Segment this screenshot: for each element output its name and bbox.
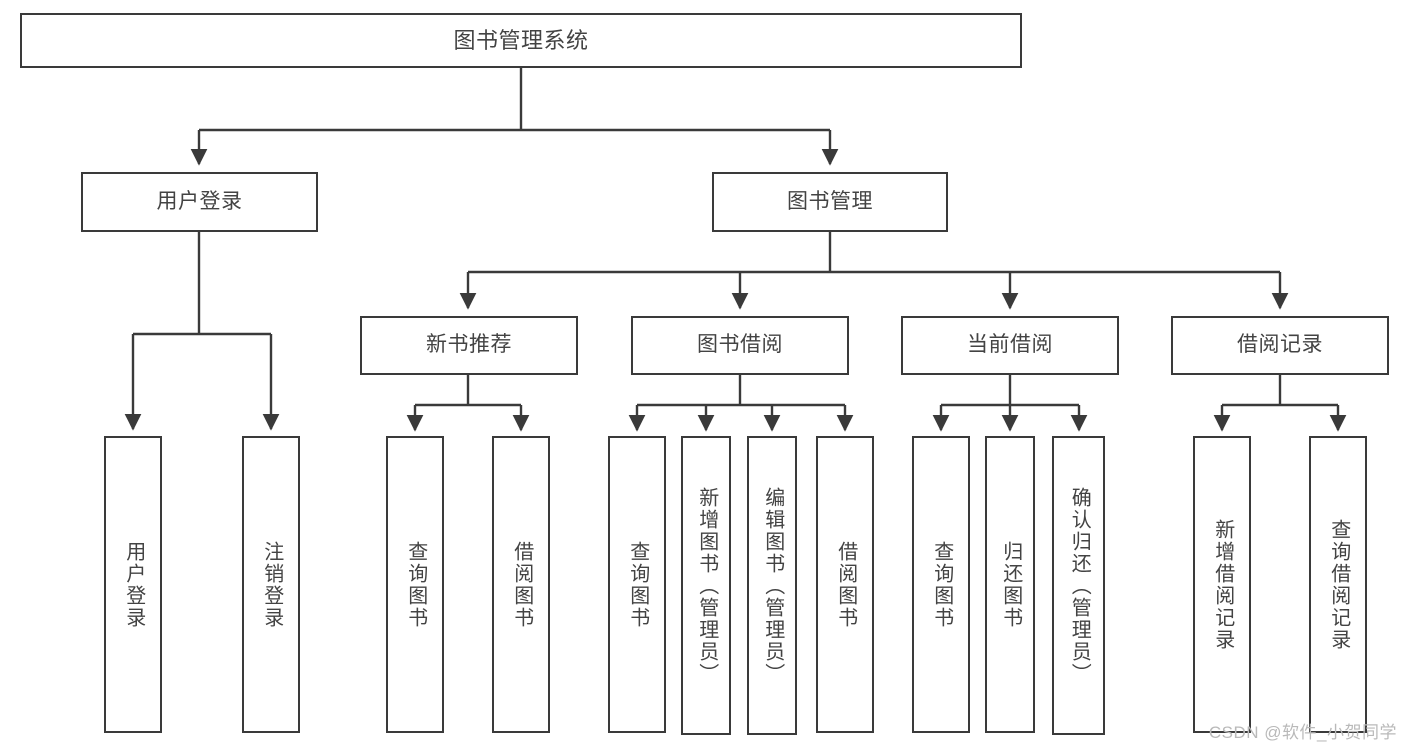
node-label: 查询图书 <box>404 540 427 629</box>
node-borrowing-record[interactable]: 借阅记录 <box>1171 316 1389 375</box>
node-label: 注销登录 <box>260 540 283 629</box>
node-leaf-return-books[interactable]: 归还图书 <box>985 436 1035 733</box>
node-leaf-logout[interactable]: 注销登录 <box>242 436 300 733</box>
node-leaf-query-books-recommend[interactable]: 查询图书 <box>386 436 444 733</box>
csdn-watermark: CSDN @软件_小贺同学 <box>1208 723 1397 742</box>
node-leaf-query-books-borrow[interactable]: 查询图书 <box>608 436 666 733</box>
node-leaf-add-borrow-record[interactable]: 新增借阅记录 <box>1193 436 1251 733</box>
node-label: 图书借阅 <box>697 333 783 357</box>
node-new-book-recommendation[interactable]: 新书推荐 <box>360 316 578 375</box>
node-label: 当前借阅 <box>967 333 1053 357</box>
node-label: 新书推荐 <box>426 333 512 357</box>
node-label: 新增图书（管理员） <box>695 486 718 685</box>
node-label: 新增借阅记录 <box>1211 518 1234 651</box>
node-label: 确认归还（管理员） <box>1068 486 1091 685</box>
node-leaf-borrow-books[interactable]: 借阅图书 <box>816 436 874 733</box>
node-leaf-add-book-admin[interactable]: 新增图书（管理员） <box>681 436 731 735</box>
node-book-borrowing[interactable]: 图书借阅 <box>631 316 849 375</box>
node-leaf-user-login[interactable]: 用户登录 <box>104 436 162 733</box>
node-leaf-query-borrow-record[interactable]: 查询借阅记录 <box>1309 436 1367 733</box>
node-leaf-edit-book-admin[interactable]: 编辑图书（管理员） <box>747 436 797 735</box>
node-label: 查询借阅记录 <box>1327 518 1350 651</box>
node-root-book-management-system[interactable]: 图书管理系统 <box>20 13 1022 68</box>
node-label: 图书管理系统 <box>453 27 589 53</box>
node-label: 借阅记录 <box>1237 333 1323 357</box>
node-current-borrowing[interactable]: 当前借阅 <box>901 316 1119 375</box>
node-label: 借阅图书 <box>510 540 533 629</box>
node-label: 用户登录 <box>156 189 243 213</box>
node-label: 借阅图书 <box>834 540 857 629</box>
node-label: 编辑图书（管理员） <box>761 486 784 685</box>
node-leaf-query-books-current[interactable]: 查询图书 <box>912 436 970 733</box>
node-label: 图书管理 <box>787 189 873 213</box>
node-user-login[interactable]: 用户登录 <box>81 172 318 232</box>
node-label: 查询图书 <box>930 540 953 629</box>
node-leaf-borrow-books-recommend[interactable]: 借阅图书 <box>492 436 550 733</box>
node-label: 用户登录 <box>122 540 145 629</box>
node-leaf-confirm-return-admin[interactable]: 确认归还（管理员） <box>1052 436 1105 735</box>
node-label: 归还图书 <box>999 540 1022 629</box>
node-label: 查询图书 <box>626 540 649 629</box>
node-book-management[interactable]: 图书管理 <box>712 172 948 232</box>
